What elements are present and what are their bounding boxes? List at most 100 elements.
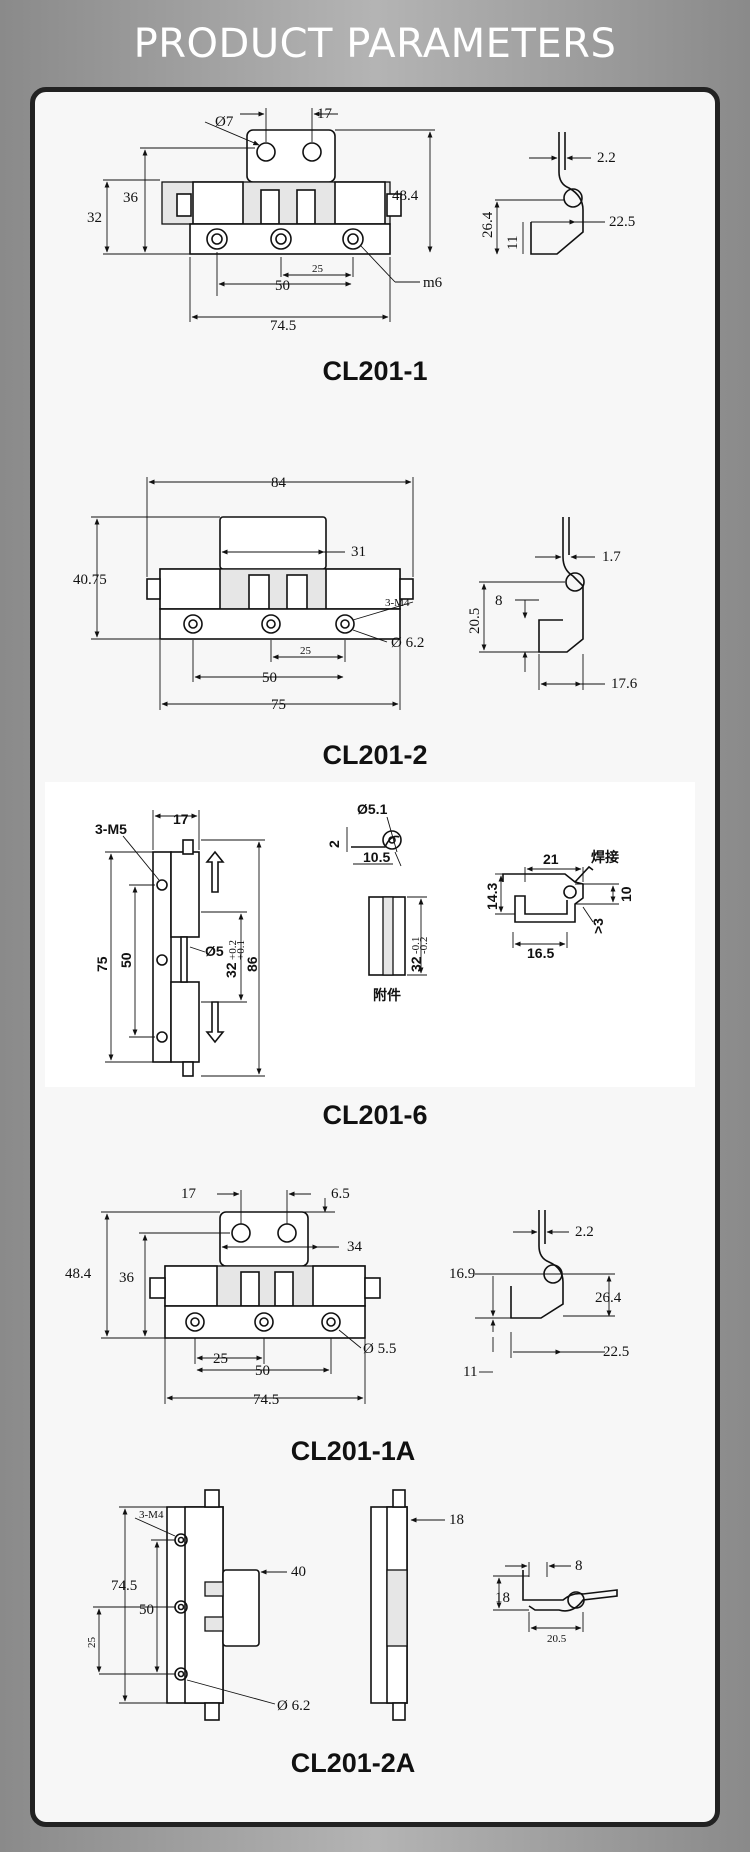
hinge-front-view — [152, 839, 225, 1077]
dim-20-5: 20.5 — [467, 608, 483, 634]
model-label-cl201-6: CL201-6 — [322, 1100, 427, 1130]
dim-50: 50 — [139, 1602, 154, 1618]
model-label-cl201-2: CL201-2 — [322, 740, 427, 770]
dim-17-6: 17.6 — [611, 676, 638, 692]
dim-21: 21 — [543, 851, 559, 867]
tol-plus-0-2: +0.2 — [227, 940, 239, 960]
hinge-front-view — [146, 516, 414, 640]
dim-25: 25 — [213, 1351, 228, 1367]
dim-48-4: 48.4 — [65, 1266, 92, 1282]
dim-36: 36 — [119, 1270, 135, 1286]
dim-phi6-2: Ø 6.2 — [391, 635, 424, 651]
dim-25: 25 — [300, 645, 312, 657]
dim-phi5-5: Ø 5.5 — [363, 1341, 396, 1357]
page-header: PRODUCT PARAMETERS — [0, 0, 750, 88]
section-cl201-2a: 3-M4 40 74.5 50 25 Ø 6.2 18 8 18 20.5 — [86, 1489, 618, 1778]
dimension-lines — [91, 477, 414, 710]
dim-74-5: 74.5 — [253, 1392, 279, 1408]
dim-50: 50 — [262, 670, 277, 686]
hinge-side-view — [475, 1210, 615, 1373]
dim-50: 50 — [255, 1363, 270, 1379]
hinge-front-view — [166, 1489, 260, 1721]
hinge-side-view-narrow — [370, 1489, 445, 1721]
page-title: PRODUCT PARAMETERS — [133, 21, 617, 67]
dim-75: 75 — [94, 956, 110, 972]
dim-2-2: 2.2 — [597, 150, 616, 166]
dim-11: 11 — [463, 1364, 477, 1380]
dim-14-3: 14.3 — [484, 883, 500, 910]
dim-34: 34 — [347, 1239, 363, 1255]
dim-8: 8 — [575, 1558, 583, 1574]
hinge-end-view — [493, 1562, 618, 1632]
dim-phi7: Ø7 — [215, 114, 234, 130]
accessory-pin-view — [368, 896, 427, 976]
dim-18: 18 — [449, 1512, 464, 1528]
dim-48-4: 48.4 — [392, 188, 419, 204]
dim-26-4: 26.4 — [480, 211, 496, 238]
hinge-front-view — [149, 1211, 381, 1339]
hinge-side-view — [494, 132, 605, 255]
dim-25: 25 — [312, 263, 324, 275]
dim-17: 17 — [173, 811, 189, 827]
dim-17: 17 — [317, 106, 333, 122]
dimension-lines — [93, 1506, 287, 1705]
tol-plus-0-1: +0.1 — [235, 940, 247, 960]
dim-40: 40 — [291, 1564, 306, 1580]
dim-16-9: 16.9 — [449, 1266, 475, 1282]
dim-phi5: Ø5 — [205, 943, 224, 959]
dim-26-4: 26.4 — [595, 1290, 622, 1306]
dimension-lines — [101, 1190, 366, 1404]
hinge-side-view — [479, 517, 605, 690]
hinge-side-view — [495, 865, 619, 948]
dim-1-7: 1.7 — [602, 549, 621, 565]
dim-32: 32 — [223, 962, 239, 978]
dim-3-m4: 3-M4 — [385, 597, 410, 609]
dim-8: 8 — [495, 593, 503, 609]
dim-3-m5: 3-M5 — [95, 821, 127, 837]
dim-32-pin: 32 — [408, 956, 424, 972]
section-cl201-1a: 17 6.5 34 48.4 36 25 50 Ø 5.5 74.5 16.9 — [65, 1186, 629, 1466]
model-label-cl201-1a: CL201-1A — [291, 1436, 416, 1466]
dimension-lines — [103, 108, 435, 322]
dim-22-5: 22.5 — [603, 1344, 629, 1360]
dim-11: 11 — [505, 236, 521, 250]
dim-50: 50 — [275, 278, 290, 294]
dim-gt-3: >3 — [590, 918, 606, 934]
dim-20-5: 20.5 — [547, 1633, 567, 1645]
dim-31: 31 — [351, 544, 366, 560]
accessory-label: 附件 — [373, 987, 401, 1003]
dim-84: 84 — [271, 475, 287, 491]
tol-minus-0-2: -0.2 — [418, 937, 430, 954]
dim-74-5: 74.5 — [270, 318, 296, 334]
weld-label: 焊接 — [591, 849, 619, 865]
pin-section-view — [346, 816, 402, 867]
dim-m6: m6 — [423, 275, 443, 291]
dim-75: 75 — [271, 697, 286, 713]
dim-10: 10 — [618, 886, 634, 902]
dim-86: 86 — [244, 956, 260, 972]
dim-74-5: 74.5 — [111, 1578, 137, 1594]
model-label-cl201-1: CL201-1 — [322, 356, 427, 386]
dim-16-5: 16.5 — [527, 945, 554, 961]
dim-phi6-2: Ø 6.2 — [277, 1698, 310, 1714]
dim-50: 50 — [118, 952, 134, 968]
dim-10-5: 10.5 — [363, 849, 390, 865]
dim-36: 36 — [123, 190, 139, 206]
hinge-front-view — [161, 129, 402, 255]
dim-6-5: 6.5 — [331, 1186, 350, 1202]
dim-32: 32 — [87, 210, 102, 226]
dim-2-2: 2.2 — [575, 1224, 594, 1240]
section-cl201-2: 84 40.75 31 3-M4 Ø 6.2 25 50 75 1.7 8 20… — [73, 475, 638, 770]
section-cl201-6: 17 3-M5 75 50 Ø5 +0.2 +0.1 32 86 Ø5.1 2 … — [45, 782, 695, 1130]
tol-minus-0-1: -0.1 — [410, 937, 422, 954]
dim-22-5: 22.5 — [609, 214, 635, 230]
section-cl201-1: Ø7 17 32 36 48.4 25 50 m6 74.5 26.4 11 2… — [87, 106, 635, 386]
dim-2: 2 — [326, 840, 342, 848]
dim-40-75: 40.75 — [73, 572, 107, 588]
dim-17: 17 — [181, 1186, 197, 1202]
dimension-lines — [105, 810, 265, 1077]
dim-phi5-1: Ø5.1 — [357, 801, 388, 817]
parameters-panel: Ø7 17 32 36 48.4 25 50 m6 74.5 26.4 11 2… — [30, 87, 720, 1827]
dim-25: 25 — [86, 1637, 98, 1649]
dim-18-end: 18 — [495, 1590, 510, 1606]
